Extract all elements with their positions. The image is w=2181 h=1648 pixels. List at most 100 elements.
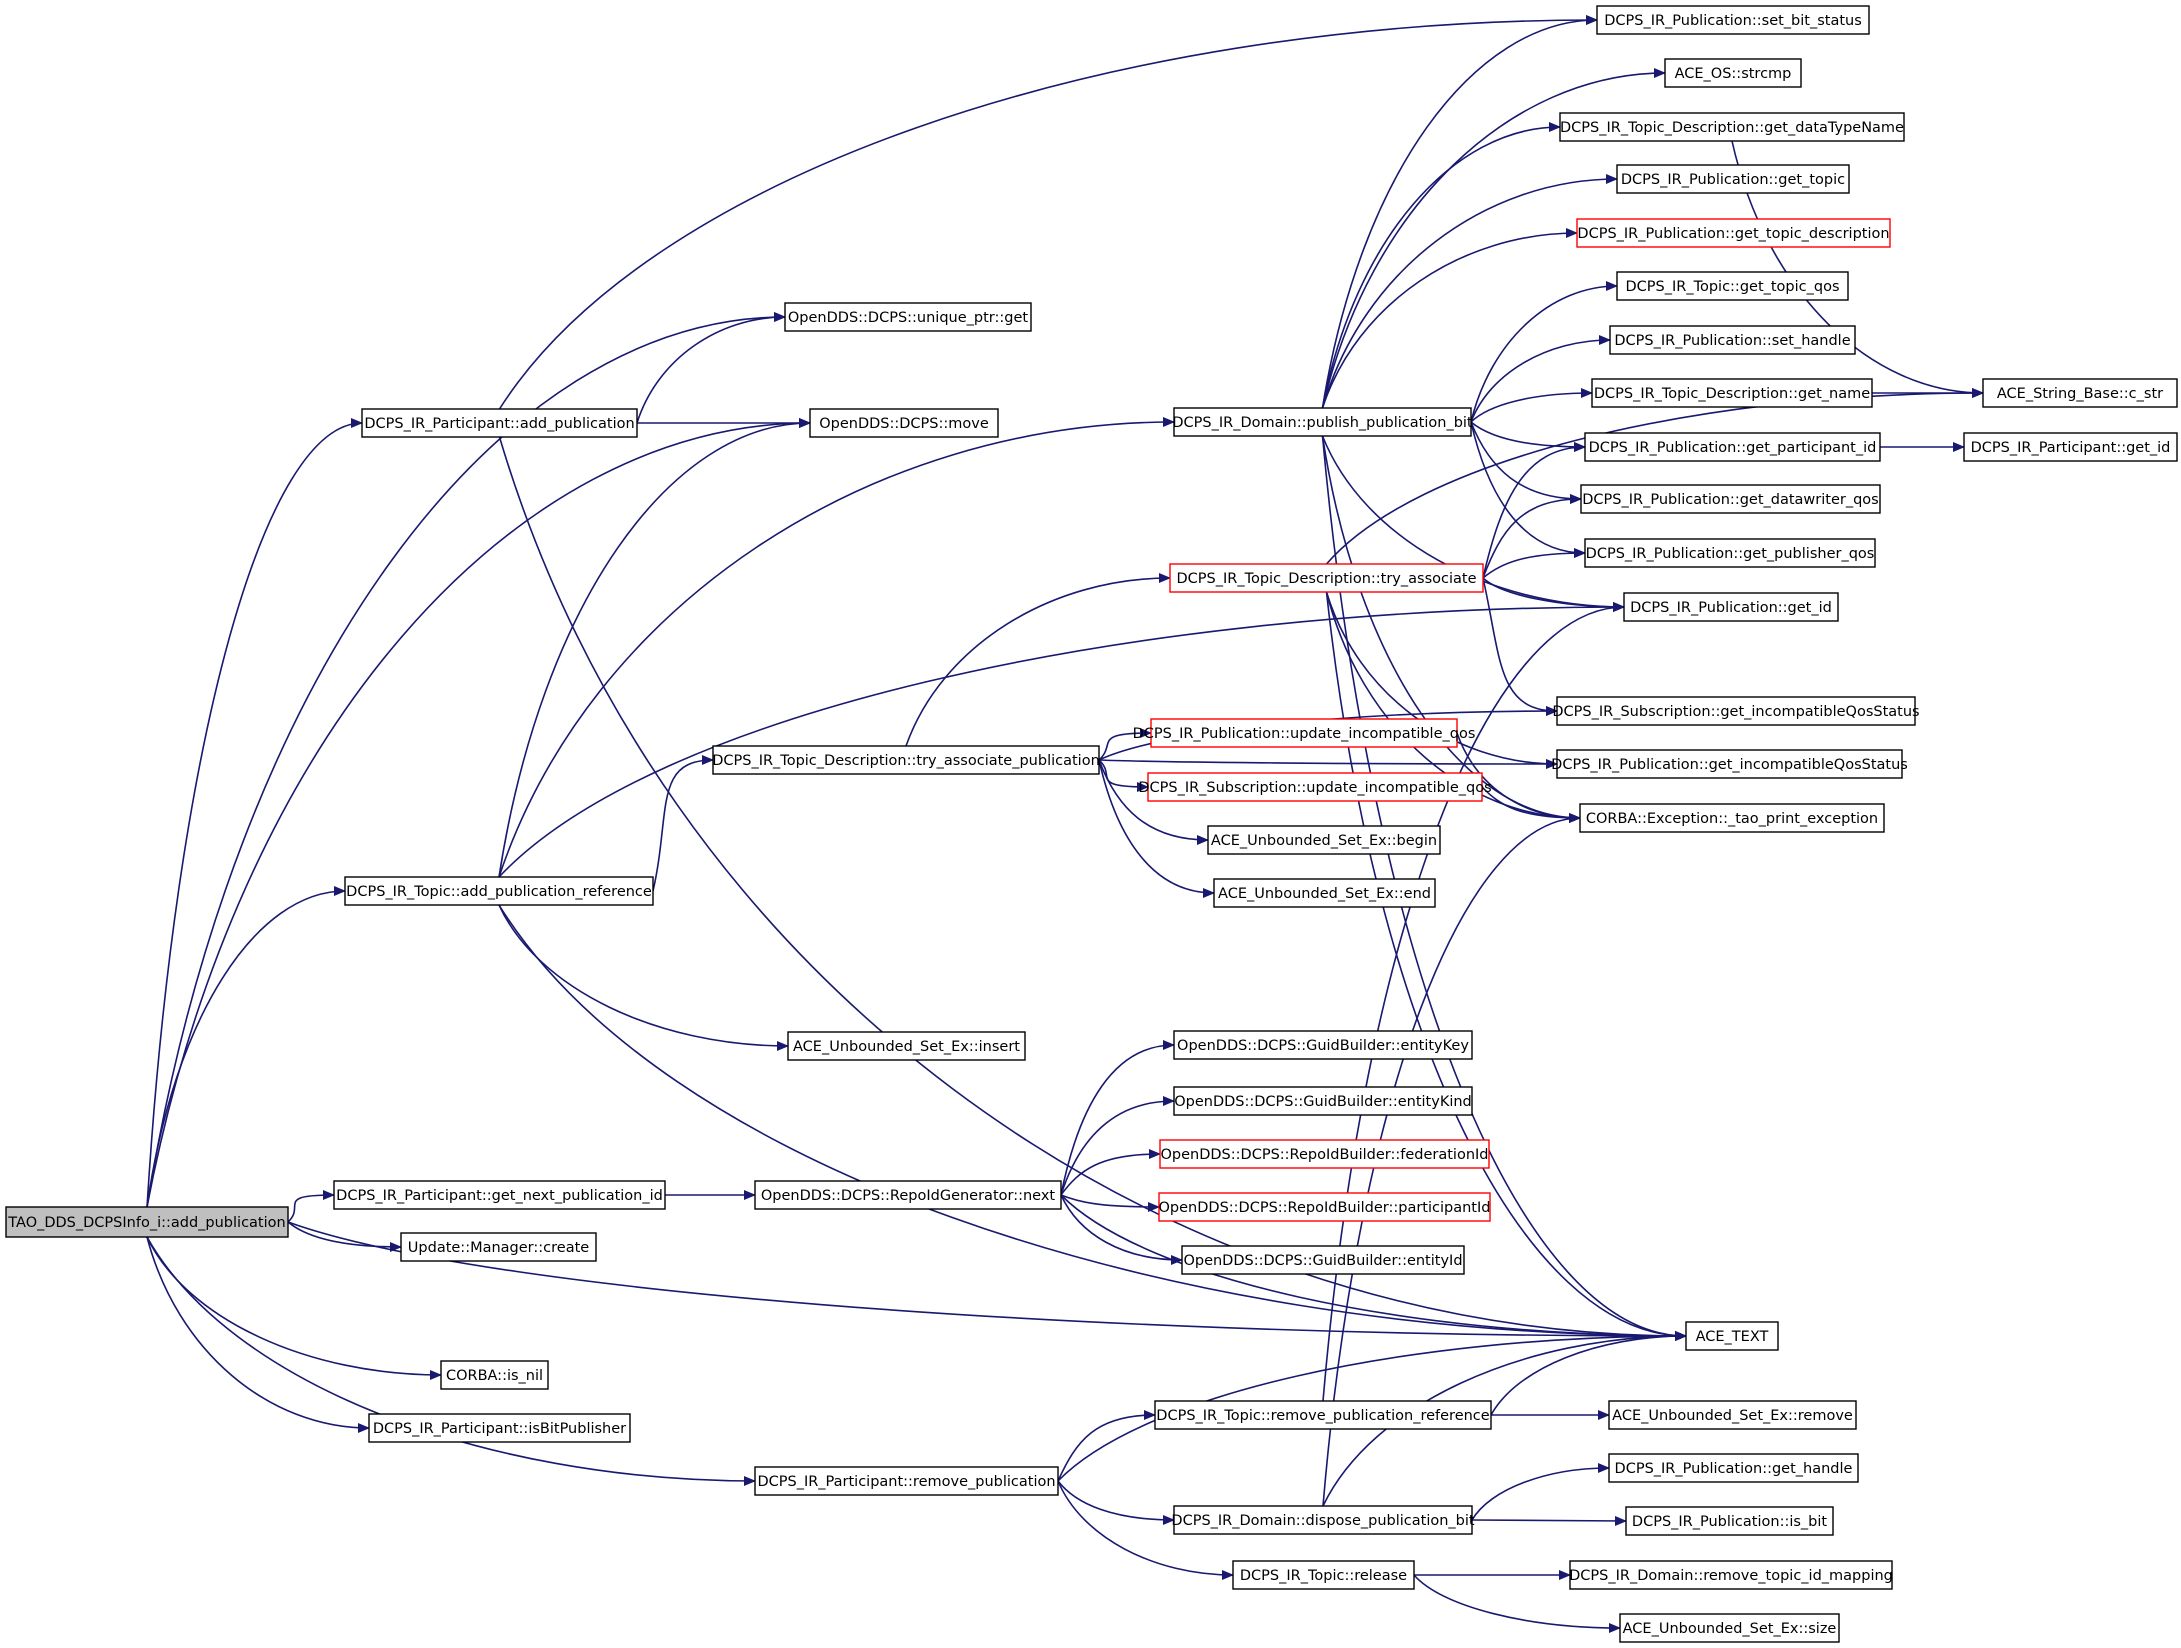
edge-dom-dispose-bit-to-ace-text xyxy=(1322,1331,1687,1507)
node-label: ACE_Unbounded_Set_Ex::insert xyxy=(793,1039,1020,1055)
node-p-isBitPublisher[interactable]: DCPS_IR_Participant::isBitPublisher xyxy=(368,1413,631,1443)
node-pub-get-topic[interactable]: DCPS_IR_Publication::get_topic xyxy=(1616,164,1850,194)
node-pub-get-incompat[interactable]: DCPS_IR_Publication::get_incompatibleQos… xyxy=(1551,749,1908,779)
node-label: DCPS_IR_Publication::get_datawriter_qos xyxy=(1582,492,1878,508)
edge-topic-release-to-ubs-size xyxy=(1413,1574,1621,1633)
node-label: DCPS_IR_Subscription::get_incompatibleQo… xyxy=(1552,704,1919,720)
edge-dom-publish-bit-to-td-get-name xyxy=(1470,388,1593,423)
node-rb-participantId[interactable]: OpenDDS::DCPS::RepoIdBuilder::participan… xyxy=(1158,1192,1491,1222)
edge-td-try-associate-to-pub-get-participant-id xyxy=(1482,442,1586,579)
node-gb-entityId[interactable]: OpenDDS::DCPS::GuidBuilder::entityId xyxy=(1181,1245,1465,1275)
node-box xyxy=(787,1031,1026,1061)
edge-p-add-to-ace-text xyxy=(498,436,1687,1341)
node-topic-get-qos[interactable]: DCPS_IR_Topic::get_topic_qos xyxy=(1616,271,1849,301)
edge-repo-next-to-rb-federationId xyxy=(1060,1149,1161,1196)
node-label: DCPS_IR_Publication::set_handle xyxy=(1614,333,1850,349)
node-label: ACE_Unbounded_Set_Ex::begin xyxy=(1211,833,1437,849)
edge-td-try-associate-to-sub-get-incompat xyxy=(1482,577,1558,716)
node-topic-remove-pub-ref[interactable]: DCPS_IR_Topic::remove_publication_refere… xyxy=(1154,1400,1492,1430)
node-dom-dispose-bit[interactable]: DCPS_IR_Domain::dispose_publication_bit xyxy=(1171,1505,1475,1535)
node-gb-entityKind[interactable]: OpenDDS::DCPS::GuidBuilder::entityKind xyxy=(1173,1086,1473,1116)
node-pub-is-bit[interactable]: DCPS_IR_Publication::is_bit xyxy=(1625,1506,1834,1536)
node-sub-update-incompat[interactable]: DCPS_IR_Subscription::update_incompatibl… xyxy=(1138,772,1492,802)
node-c-str[interactable]: ACE_String_Base::c_str xyxy=(1982,378,2178,408)
node-get-datawriter-qos[interactable]: DCPS_IR_Publication::get_datawriter_qos xyxy=(1580,484,1881,514)
edge-repo-next-to-ace-text xyxy=(1060,1194,1687,1341)
node-box xyxy=(1609,325,1856,355)
node-pub-get-participant-id[interactable]: DCPS_IR_Publication::get_participant_id xyxy=(1584,432,1881,462)
node-strcmp[interactable]: ACE_OS::strcmp xyxy=(1664,58,1802,88)
node-pub-update-incompat[interactable]: DCPS_IR_Publication::update_incompatible… xyxy=(1133,718,1476,748)
node-root[interactable]: TAO_DDS_DCPSInfo_i::add_publication xyxy=(5,1206,289,1238)
node-set-bit-status[interactable]: DCPS_IR_Publication::set_bit_status xyxy=(1596,5,1870,35)
edge-p-add-to-uptr-get xyxy=(636,312,786,424)
node-dom-remove-topic-map[interactable]: DCPS_IR_Domain::remove_topic_id_mapping xyxy=(1569,1560,1893,1590)
edge-pub-update-incompat-to-tao-print-exc xyxy=(1456,732,1581,823)
node-ubs-begin[interactable]: ACE_Unbounded_Set_Ex::begin xyxy=(1207,825,1441,855)
node-label: DCPS_IR_Topic::get_topic_qos xyxy=(1625,279,1839,295)
node-pub-get-handle[interactable]: DCPS_IR_Publication::get_handle xyxy=(1608,1453,1859,1483)
node-box xyxy=(368,1413,631,1443)
node-sub-get-incompat[interactable]: DCPS_IR_Subscription::get_incompatibleQo… xyxy=(1552,696,1920,726)
node-label: DCPS_IR_Participant::isBitPublisher xyxy=(373,1421,626,1437)
node-is-nil[interactable]: CORBA::is_nil xyxy=(440,1360,549,1390)
node-ubs-size[interactable]: ACE_Unbounded_Set_Ex::size xyxy=(1619,1613,1840,1643)
edge-root-to-upd-create xyxy=(287,1221,402,1252)
edge-p-remove-pub-to-dom-dispose-bit xyxy=(1057,1480,1175,1525)
node-ubs-insert[interactable]: ACE_Unbounded_Set_Ex::insert xyxy=(787,1031,1026,1061)
edge-root-to-p-get-next-pub-id xyxy=(287,1190,335,1223)
node-box xyxy=(809,408,999,438)
node-box xyxy=(1181,1245,1465,1275)
edge-topic-add-pub-ref-to-ace-text xyxy=(498,904,1687,1341)
node-upd-create[interactable]: Update::Manager::create xyxy=(400,1232,597,1262)
node-label: OpenDDS::DCPS::RepoIdBuilder::participan… xyxy=(1159,1200,1491,1216)
node-label: ACE_String_Base::c_str xyxy=(1997,386,2163,402)
node-box xyxy=(1213,878,1436,908)
node-ubs-remove[interactable]: ACE_Unbounded_Set_Ex::remove xyxy=(1608,1400,1857,1430)
edge-td-try-assoc-pub-to-td-try-associate xyxy=(905,573,1171,747)
node-box xyxy=(1664,58,1802,88)
node-ace-text[interactable]: ACE_TEXT xyxy=(1685,1321,1779,1351)
node-box xyxy=(1623,592,1839,622)
node-label: DCPS_IR_Publication::get_id xyxy=(1630,600,1832,616)
node-move[interactable]: OpenDDS::DCPS::move xyxy=(809,408,999,438)
node-topic-release[interactable]: DCPS_IR_Topic::release xyxy=(1232,1560,1415,1590)
node-td-try-associate[interactable]: DCPS_IR_Topic_Description::try_associate xyxy=(1169,563,1484,593)
node-repo-next[interactable]: OpenDDS::DCPS::RepoIdGenerator::next xyxy=(754,1180,1062,1210)
node-topic-add-pub-ref[interactable]: DCPS_IR_Topic::add_publication_reference xyxy=(344,876,654,906)
node-part-get-id[interactable]: DCPS_IR_Participant::get_id xyxy=(1963,432,2178,462)
node-p-get-next-pub-id[interactable]: DCPS_IR_Participant::get_next_publicatio… xyxy=(333,1180,666,1210)
edge-p-remove-pub-to-topic-remove-pub-ref xyxy=(1057,1410,1156,1482)
node-gb-entityKey[interactable]: OpenDDS::DCPS::GuidBuilder::entityKey xyxy=(1173,1030,1473,1060)
node-ubs-end[interactable]: ACE_Unbounded_Set_Ex::end xyxy=(1213,878,1436,908)
node-td-get-name[interactable]: DCPS_IR_Topic_Description::get_name xyxy=(1591,378,1873,408)
node-box xyxy=(333,1180,666,1210)
node-label: DCPS_IR_Domain::dispose_publication_bit xyxy=(1171,1513,1474,1529)
node-pub-get-id[interactable]: DCPS_IR_Publication::get_id xyxy=(1623,592,1839,622)
node-set-handle[interactable]: DCPS_IR_Publication::set_handle xyxy=(1609,325,1856,355)
node-label: DCPS_IR_Topic_Description::try_associate xyxy=(1177,571,1477,587)
node-p-remove-pub[interactable]: DCPS_IR_Participant::remove_publication xyxy=(754,1466,1059,1496)
node-label: DCPS_IR_Topic::add_publication_reference xyxy=(346,884,652,900)
edge-dom-publish-bit-to-pub-get-id xyxy=(1321,435,1625,612)
edge-dom-publish-bit-to-pub-get-topic-desc xyxy=(1321,228,1578,409)
node-get-dataTypeName[interactable]: DCPS_IR_Topic_Description::get_dataTypeN… xyxy=(1559,112,1905,142)
node-p-add[interactable]: DCPS_IR_Participant::add_publication xyxy=(361,408,638,438)
node-box xyxy=(1963,432,2178,462)
node-uptr-get[interactable]: OpenDDS::DCPS::unique_ptr::get xyxy=(784,302,1032,332)
edge-topic-add-pub-ref-to-td-try-assoc-pub xyxy=(652,755,714,892)
edge-root-to-ace-text xyxy=(287,1221,1687,1341)
edge-dom-dispose-bit-to-pub-get-handle xyxy=(1471,1463,1610,1521)
edge-td-try-assoc-pub-to-pub-update-incompat xyxy=(1098,728,1152,761)
node-label: Update::Manager::create xyxy=(408,1240,589,1256)
node-dom-publish-bit[interactable]: DCPS_IR_Domain::publish_publication_bit xyxy=(1172,407,1473,437)
node-get-publisher-qos[interactable]: DCPS_IR_Publication::get_publisher_qos xyxy=(1584,538,1876,568)
node-label: ACE_Unbounded_Set_Ex::size xyxy=(1623,1621,1837,1637)
node-tao-print-exc[interactable]: CORBA::Exception::_tao_print_exception xyxy=(1579,803,1885,833)
node-td-try-assoc-pub[interactable]: DCPS_IR_Topic_Description::try_associate… xyxy=(712,745,1100,775)
node-box xyxy=(1580,484,1881,514)
node-rb-federationId[interactable]: OpenDDS::DCPS::RepoIdBuilder::federation… xyxy=(1159,1139,1490,1169)
node-pub-get-topic-desc[interactable]: DCPS_IR_Publication::get_topic_descripti… xyxy=(1576,218,1891,248)
edge-p-remove-pub-to-ace-text xyxy=(1057,1331,1687,1482)
node-box xyxy=(1207,825,1441,855)
